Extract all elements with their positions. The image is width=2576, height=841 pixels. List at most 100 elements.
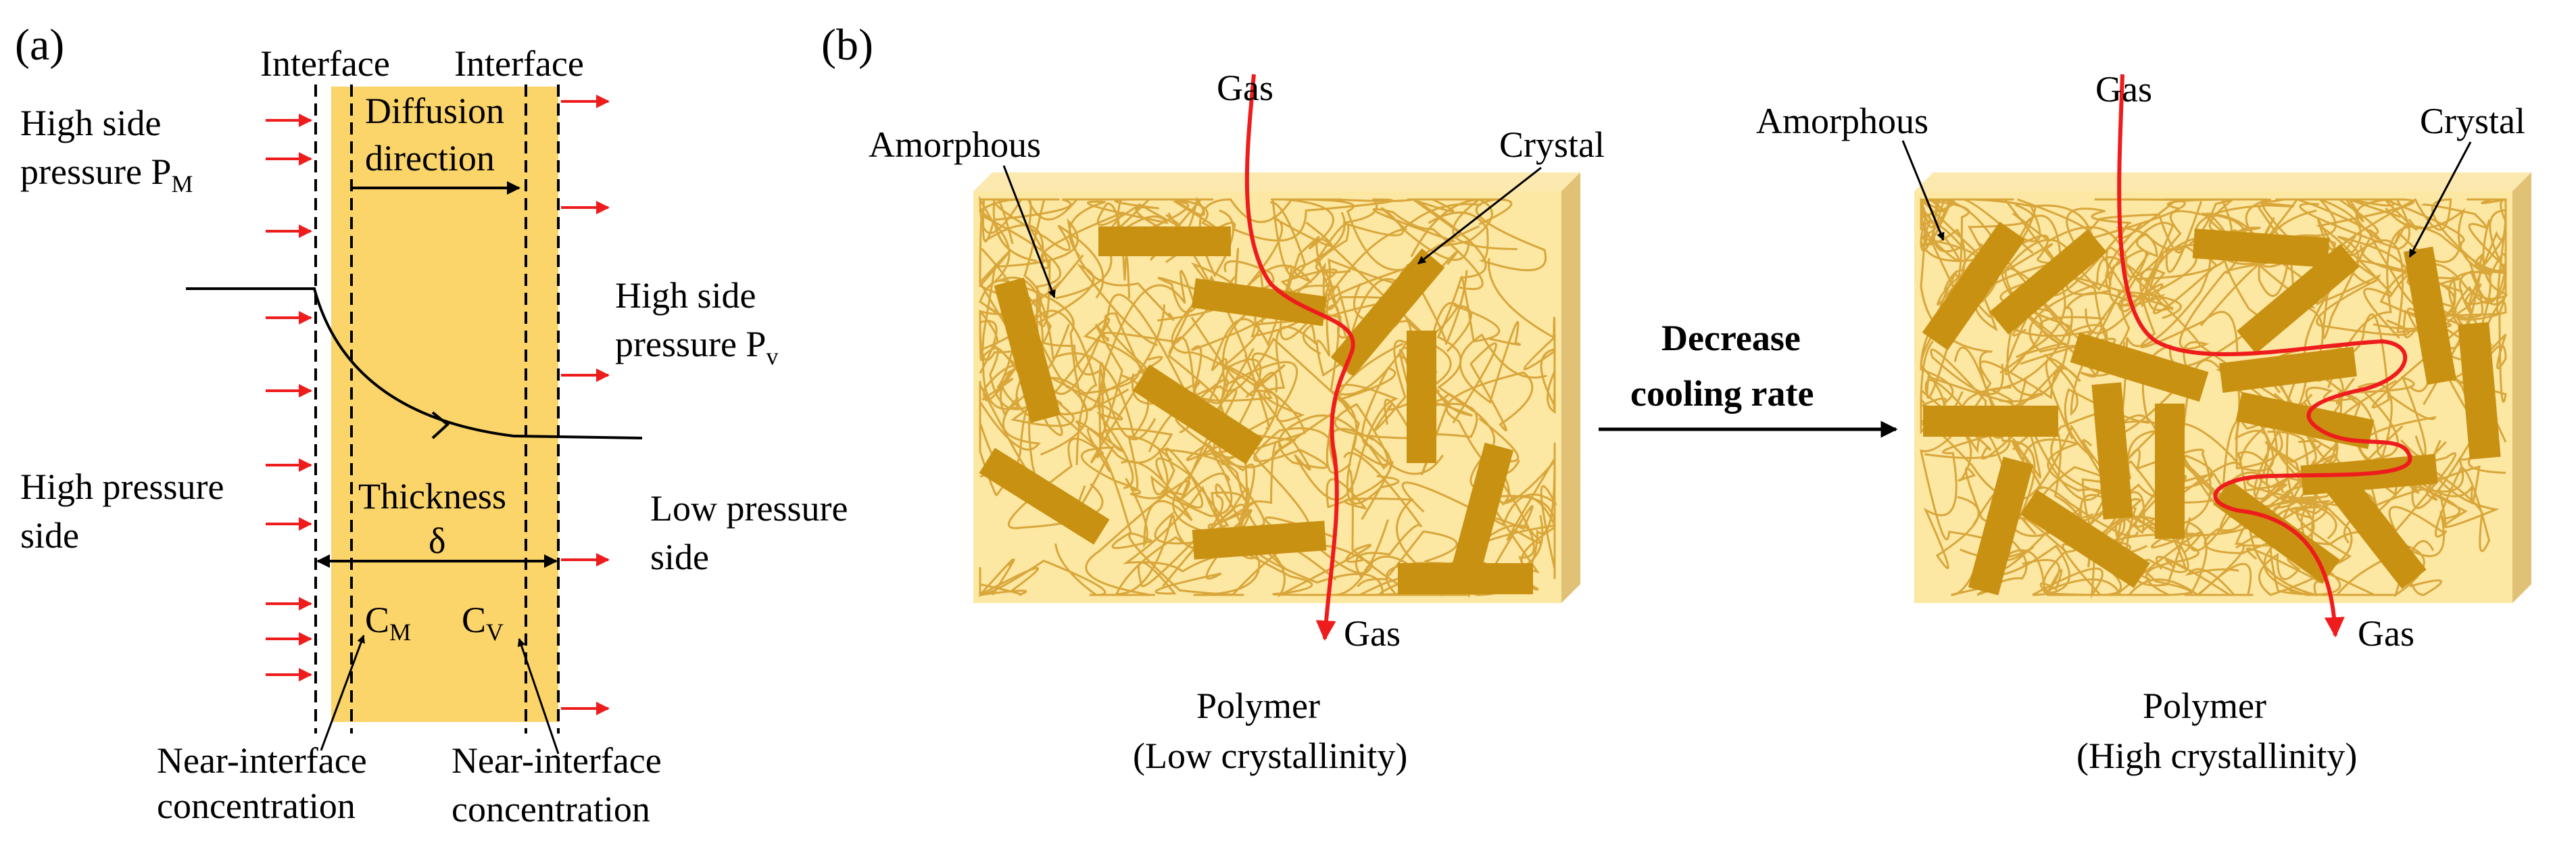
crystals-high bbox=[1922, 221, 2501, 596]
low-side-arrows bbox=[561, 95, 610, 715]
gas-in-high-label: Gas bbox=[2095, 69, 2152, 110]
near-interface-right-line1: Near-interface bbox=[452, 740, 662, 781]
crystal bbox=[2318, 463, 2427, 589]
gas-out-low-label: Gas bbox=[1344, 613, 1401, 654]
high-side-pressure-pm-line1: High side bbox=[20, 103, 162, 143]
polymer-high-caption-line1: Polymer bbox=[2143, 686, 2266, 726]
amorphous-fiber bbox=[1920, 198, 2064, 273]
crystal bbox=[2219, 346, 2357, 393]
cm-label: CM bbox=[365, 600, 411, 646]
panel-a-label: (a) bbox=[15, 20, 64, 70]
process-label-line1: Decrease bbox=[1661, 318, 1801, 358]
amorphous-fiber bbox=[1920, 358, 2081, 567]
amorphous-fiber bbox=[993, 198, 1104, 299]
amorphous-fiber bbox=[1445, 342, 1534, 475]
amorphous-fiber bbox=[2166, 198, 2364, 222]
amorphous-fiber bbox=[1190, 316, 1400, 505]
panel-b: (b) Gas Gas Amorphous bbox=[821, 20, 2531, 776]
crystal bbox=[1398, 563, 1533, 594]
interface-left-label: Interface bbox=[260, 43, 390, 84]
crystal bbox=[2403, 246, 2457, 385]
gas-path-low bbox=[1244, 74, 1355, 641]
panel-a: (a) Interface Interface bbox=[15, 20, 848, 830]
interface-right-label: Interface bbox=[454, 43, 584, 84]
amorphous-fiber bbox=[1085, 473, 1231, 596]
amorphous-fiber bbox=[1055, 200, 1169, 299]
near-interface-left-line2: concentration bbox=[157, 786, 356, 826]
amorphous-fiber bbox=[1167, 212, 1468, 345]
amorphous-fiber bbox=[1459, 320, 1547, 404]
amorphous-high-label: Amorphous bbox=[1756, 101, 1928, 141]
amorphous-fiber bbox=[1436, 276, 1501, 412]
crystal bbox=[2155, 404, 2185, 539]
crystal bbox=[1449, 442, 1514, 581]
amorphous-fiber bbox=[979, 558, 1040, 597]
polymer-high-caption-line2: (High crystallinity) bbox=[2076, 736, 2357, 776]
gas-in-low-label: Gas bbox=[1217, 68, 1273, 108]
amorphous-fiber bbox=[1175, 371, 1279, 550]
amorphous-high-pointer bbox=[1901, 140, 1945, 241]
high-side-arrows bbox=[266, 114, 312, 681]
gas-out-high-label: Gas bbox=[2358, 613, 2414, 654]
crystal-low-label: Crystal bbox=[1499, 124, 1605, 165]
amorphous-fiber bbox=[2253, 400, 2341, 596]
amorphous-fiber bbox=[1953, 346, 2067, 552]
amorphous-fiber bbox=[2384, 198, 2465, 264]
membrane-band bbox=[331, 87, 558, 722]
crystal bbox=[2091, 382, 2133, 520]
amorphous-fiber bbox=[1184, 483, 1374, 596]
amorphous-fiber bbox=[979, 381, 1041, 496]
crystal bbox=[1132, 364, 1263, 464]
amorphous-fiber bbox=[1487, 258, 1556, 414]
near-interface-right-line2: concentration bbox=[452, 789, 650, 830]
high-side-pressure-pm-line2: pressure PM bbox=[20, 151, 193, 197]
concentration-profile-curve bbox=[186, 287, 643, 439]
amorphous-fiber bbox=[1269, 198, 1482, 278]
amorphous-fiber bbox=[2185, 562, 2252, 596]
low-pressure-side-line2: side bbox=[650, 537, 709, 577]
crystal bbox=[1191, 278, 1328, 327]
crystal bbox=[2235, 391, 2375, 450]
amorphous-fiber bbox=[1165, 198, 1408, 293]
amorphous-fiber bbox=[2066, 222, 2174, 312]
crystal bbox=[1968, 456, 2034, 596]
crystal bbox=[2070, 332, 2209, 402]
amorphous-fiber bbox=[1038, 198, 1219, 328]
crystal-high-label: Crystal bbox=[2420, 101, 2525, 141]
polymer-low-top-face bbox=[973, 172, 1580, 191]
amorphous-fiber bbox=[1372, 198, 1517, 290]
amorphous-fiber bbox=[1087, 324, 1173, 473]
high-side-pressure-pv-line1: High side bbox=[615, 275, 756, 316]
amorphous-fiber bbox=[2327, 197, 2507, 389]
crystal bbox=[1923, 406, 2058, 437]
amorphous-fiber bbox=[2464, 206, 2508, 309]
crystal bbox=[2458, 322, 2501, 460]
amorphous-fiber bbox=[1171, 260, 1286, 398]
high-pressure-side-line1: High pressure bbox=[20, 466, 224, 507]
amorphous-fiber bbox=[1937, 204, 2130, 373]
amorphous-fiber bbox=[2114, 201, 2212, 420]
crystal bbox=[1922, 221, 2026, 351]
amorphous-fiber bbox=[2337, 375, 2479, 509]
near-interface-left-pointer bbox=[320, 634, 365, 751]
crystal bbox=[2213, 480, 2340, 584]
polymer-block-low bbox=[973, 74, 1580, 641]
amorphous-fiber bbox=[979, 543, 1107, 596]
panel-b-label: (b) bbox=[821, 20, 873, 70]
crystal bbox=[2192, 229, 2330, 268]
crystals-low bbox=[979, 226, 1533, 594]
crystal bbox=[1330, 248, 1445, 377]
amorphous-fiber bbox=[1930, 348, 2062, 490]
thickness-label: Thickness bbox=[358, 476, 506, 516]
crystal-low-pointer bbox=[1417, 166, 1542, 265]
polymer-low-side-face bbox=[1561, 172, 1580, 603]
low-pressure-side-line1: Low pressure bbox=[650, 488, 848, 529]
crystal bbox=[1192, 521, 1327, 560]
polymer-block-high bbox=[1914, 74, 2531, 638]
amorphous-fiber bbox=[2385, 207, 2494, 347]
polymer-high-side-face bbox=[2512, 172, 2531, 603]
diffusion-direction-line1: Diffusion bbox=[365, 91, 504, 131]
polymer-low-caption-line1: Polymer bbox=[1196, 686, 1320, 726]
delta-label: δ bbox=[429, 521, 445, 561]
